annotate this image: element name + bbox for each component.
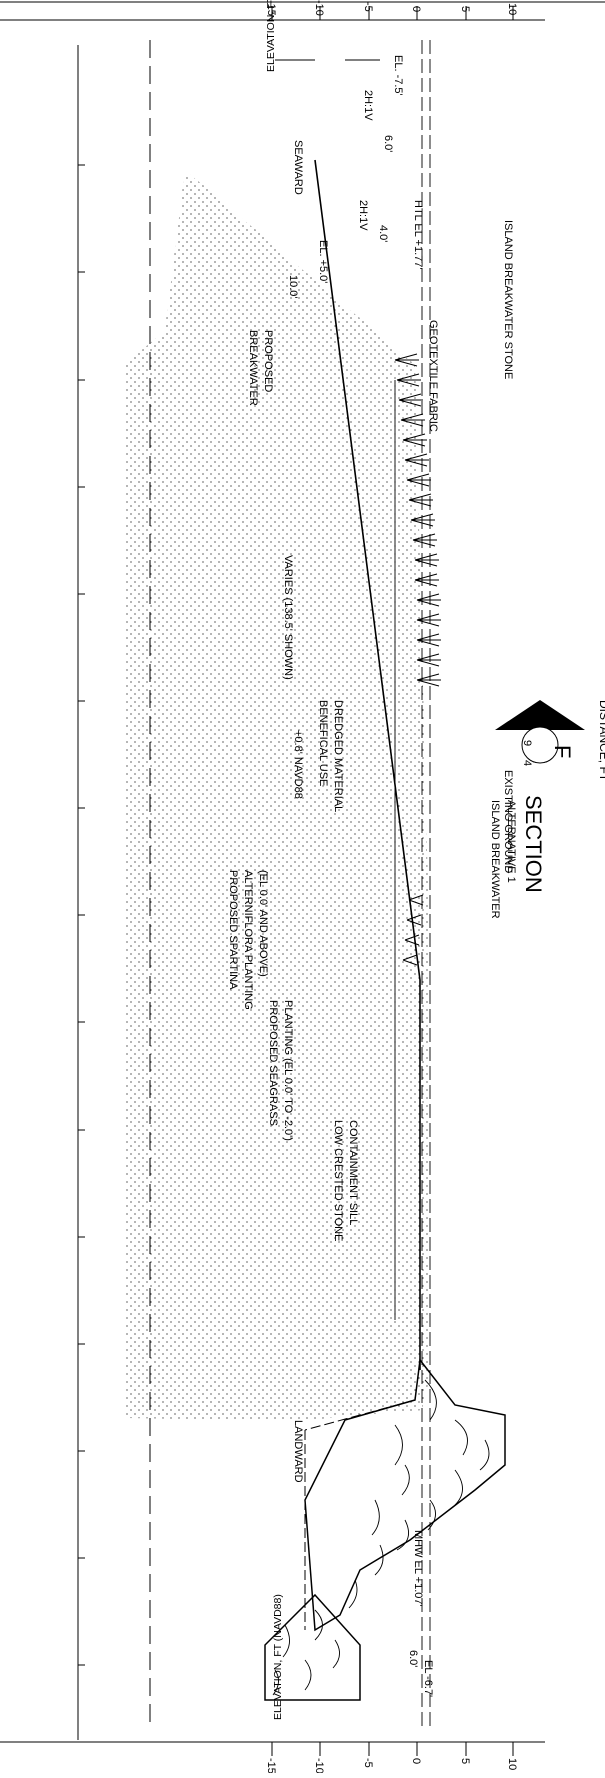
slope-lower-label: 2H:1V xyxy=(362,90,374,121)
seagrass-planting xyxy=(402,894,424,966)
crest-width-label: 10.0' xyxy=(287,275,299,299)
section-marker xyxy=(495,700,585,730)
stone-sill xyxy=(264,1593,361,1701)
elevation-axis-bottom xyxy=(0,6,545,21)
section-word: SECTION xyxy=(521,795,546,893)
proposed-breakwater-label-1: PROPOSED xyxy=(262,330,274,392)
title-block: DISTANCE, FT F 4 9 SECTION ALTERNATIVE 1… xyxy=(489,700,605,919)
seagrass-label-2: PLANTING (EL 0.0' TO -2.0') xyxy=(282,1000,294,1141)
section-letter: F xyxy=(550,745,575,758)
dredged-fill xyxy=(125,170,430,1420)
spartina-label-3: (EL 0.0' AND ABOVE) xyxy=(257,870,269,977)
proposed-breakwater-label-2: BREAKWATER xyxy=(247,330,259,406)
toe-elevation-label: EL. -7.5' xyxy=(392,55,404,96)
distance-label: DISTANCE, FT xyxy=(597,700,605,782)
tick-label: 5 xyxy=(459,1758,471,1764)
spartina-label-1: PROPOSED SPARTINA xyxy=(227,870,239,990)
elevation-axis-top xyxy=(0,1741,545,1756)
island-breakwater xyxy=(304,1358,506,1632)
geotextile-label: GEOTEXTILE FABRIC xyxy=(427,320,439,432)
sill-label-1: LOW CRESTED STONE xyxy=(332,1120,344,1241)
seaward-label: SEAWARD xyxy=(292,140,304,195)
sill-width-label: 6.0' xyxy=(407,1650,419,1667)
section-bubble xyxy=(521,726,559,764)
htl-label: HTL EL +1.77' xyxy=(412,200,424,269)
elevation-axis-label-top: ELEVATION, FT (NAVD88) xyxy=(272,1594,284,1720)
sheet-ref-left: 4 xyxy=(521,760,533,766)
varies-label: VARIES (138.5' SHOWN) xyxy=(282,555,294,680)
beneficial-label-2: DREDGED MATERIAL xyxy=(332,700,344,812)
tick-label: -15 xyxy=(265,1758,277,1773)
tick-label: -10 xyxy=(313,0,325,16)
tick-label: -15 xyxy=(265,0,277,16)
tick-label: 0 xyxy=(410,1758,422,1764)
subtitle-label: ISLAND BREAKWATER xyxy=(489,800,501,919)
elevation-ticks-top: 10 5 0 -5 -10 -15 xyxy=(265,1758,518,1774)
distance-axis xyxy=(77,45,85,1740)
elevation-ticks-bottom: 10 5 0 -5 -10 -15 xyxy=(265,0,518,16)
slope-upper-label: 2H:1V xyxy=(357,200,369,231)
beneficial-label-1: BENEFICAL USE xyxy=(317,700,329,786)
sheet-ref-right: 9 xyxy=(521,740,533,746)
sill-toe-label: EL -6.7' xyxy=(422,1660,434,1697)
mhw-label: MHW EL +1.07' xyxy=(412,1530,424,1607)
rotated-section: 10 5 0 -5 -10 -15 ELEVATION, FT (NAVD88)… xyxy=(0,0,545,1774)
spartina-planting xyxy=(394,353,441,687)
existing-ground-label: EXISTING GROUND xyxy=(502,770,514,873)
alternative-label: ALTERNATIVE 1 xyxy=(505,800,517,883)
tick-label: 10 xyxy=(506,1758,518,1770)
berm-width-label: 6.0' xyxy=(382,135,394,152)
crest-elevation-label: EL. +5.0' xyxy=(317,240,329,283)
tick-label: -5 xyxy=(362,1758,374,1768)
tick-label: 0 xyxy=(410,6,422,12)
seagrass-label-1: PROPOSED SEAGRASS xyxy=(267,1000,279,1126)
grade-profile xyxy=(314,159,421,1370)
tick-label: -5 xyxy=(362,2,374,12)
island-stone-label: ISLAND BREAKWATER STONE xyxy=(502,220,514,379)
tick-label: -10 xyxy=(313,1758,325,1773)
spartina-label-2: ALTERNIFLORA PLANTING xyxy=(242,870,254,1010)
stone-thickness-label: 4.0' xyxy=(377,225,389,242)
tick-label: 10 xyxy=(506,3,518,15)
tick-label: 5 xyxy=(459,6,471,12)
sill-label-2: CONTAINMENT SILL xyxy=(347,1120,359,1225)
landward-label: LANDWARD xyxy=(292,1420,304,1483)
navd-label: +0.8' NAVD88 xyxy=(292,730,304,799)
elevation-axis-label-bottom: ELEVATION, FT (NAVD88) xyxy=(265,0,277,72)
